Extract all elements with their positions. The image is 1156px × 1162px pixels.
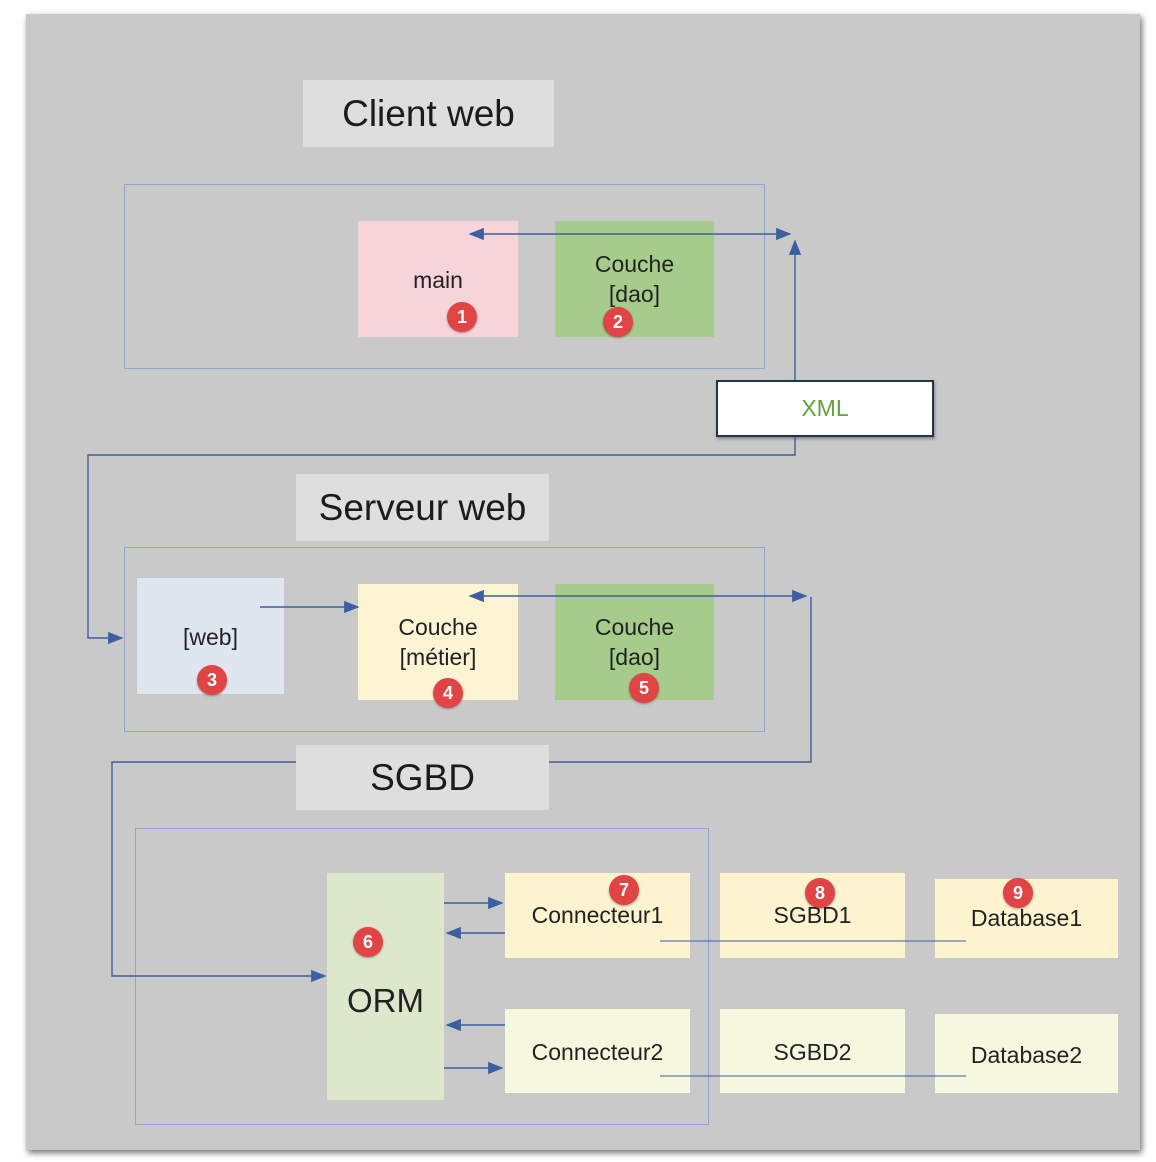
badge-2: 2 bbox=[603, 307, 633, 337]
xml-to-web-arrow bbox=[87, 437, 796, 645]
badge-8: 8 bbox=[805, 878, 835, 908]
xml-label: XML bbox=[801, 395, 849, 421]
orm-label: ORM bbox=[347, 981, 424, 1019]
client-dao-label-line2: [dao] bbox=[608, 281, 661, 307]
database2-box: Database2 bbox=[935, 1014, 1118, 1093]
badge-1: 1 bbox=[447, 302, 477, 332]
badge-4: 4 bbox=[433, 678, 463, 708]
server-dao-label-line1: Couche bbox=[594, 614, 675, 640]
xml-box: XML bbox=[716, 380, 934, 437]
client-dao-label-line1: Couche bbox=[594, 251, 675, 277]
badge-5: 5 bbox=[629, 673, 659, 703]
metier-label-line1: Couche bbox=[398, 614, 478, 640]
serveur-web-title: Serveur web bbox=[296, 474, 549, 541]
main-box: main bbox=[358, 221, 518, 337]
server-dao-label-line2: [dao] bbox=[608, 644, 661, 670]
main-label: main bbox=[413, 267, 463, 293]
web-label: [web] bbox=[183, 624, 238, 650]
sgbd-title: SGBD bbox=[296, 745, 549, 810]
diagram-canvas bbox=[26, 14, 1140, 1150]
client-web-frame bbox=[124, 184, 765, 369]
database1-label: Database1 bbox=[970, 905, 1083, 931]
badge-7: 7 bbox=[609, 875, 639, 905]
connecteur1-box: Connecteur1 bbox=[505, 873, 690, 958]
server-to-orm-line bbox=[549, 597, 812, 763]
connecteur2-box: Connecteur2 bbox=[505, 1009, 690, 1093]
sgbd-to-orm-arrow bbox=[111, 761, 327, 983]
badge-3: 3 bbox=[197, 665, 227, 695]
sgbd1-box: SGBD1 bbox=[720, 873, 905, 958]
metier-label-line2: [métier] bbox=[399, 644, 477, 670]
client-web-title: Client web bbox=[303, 80, 554, 147]
badge-6: 6 bbox=[353, 927, 383, 957]
database2-label: Database2 bbox=[970, 1042, 1083, 1068]
sgbd2-label: SGBD2 bbox=[773, 1039, 852, 1065]
client-dao-box: Couche [dao] bbox=[555, 221, 714, 337]
connecteur2-label: Connecteur2 bbox=[531, 1039, 664, 1065]
badge-9: 9 bbox=[1003, 878, 1033, 908]
serveur-web-frame bbox=[124, 547, 765, 732]
sgbd2-box: SGBD2 bbox=[720, 1009, 905, 1093]
connecteur1-label: Connecteur1 bbox=[531, 902, 664, 928]
orm-box: ORM bbox=[327, 873, 444, 1100]
